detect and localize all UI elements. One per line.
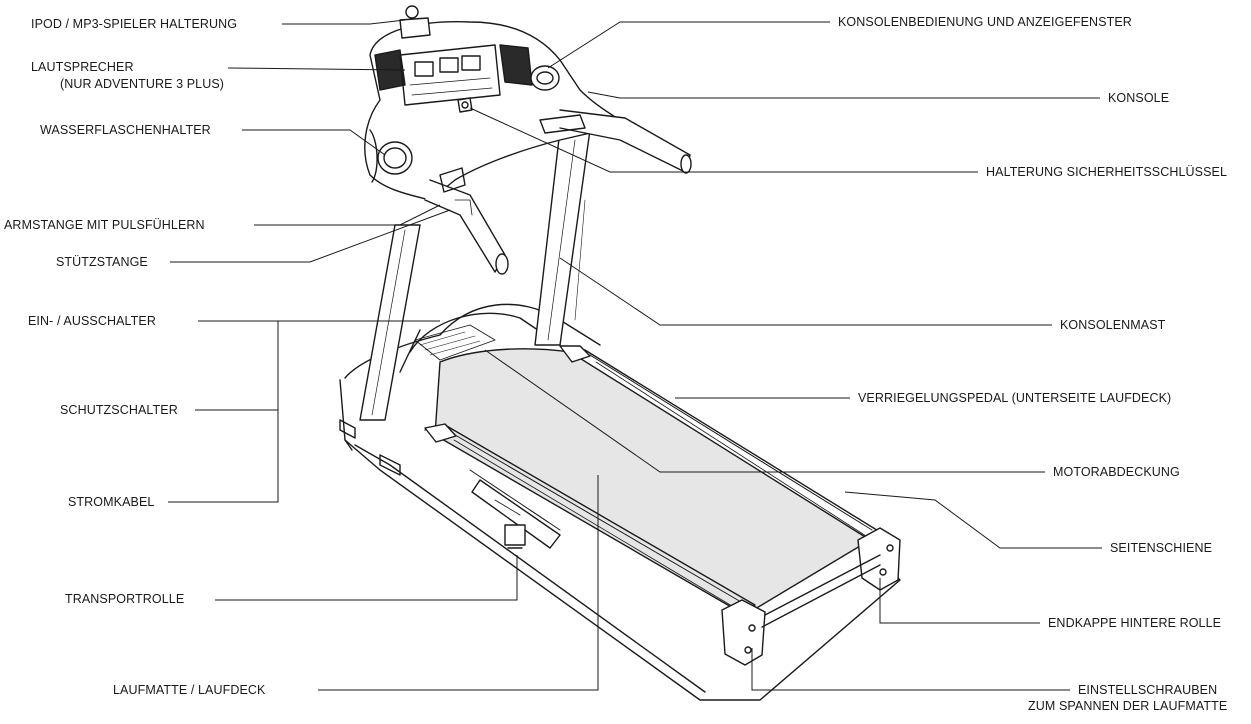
rear-endcap-right — [857, 527, 901, 591]
upright-left — [359, 224, 421, 421]
label-power-cord: STROMKABEL — [68, 495, 155, 509]
ipod-holder-shape — [399, 17, 431, 39]
label-bottle-holder: WASSERFLASCHENHALTER — [40, 123, 211, 137]
label-motor-cover: MOTORABDECKUNG — [1053, 465, 1180, 479]
label-support-bar: STÜTZSTANGE — [56, 255, 148, 269]
safety-key-shape — [457, 97, 473, 113]
label-lock-pedal: VERRIEGELUNGSPEDAL (UNTERSEITE LAUFDECK) — [858, 391, 1172, 405]
label-power-switch: EIN- / AUSSCHALTER — [28, 314, 156, 328]
leader-transport — [215, 555, 518, 601]
leader-bracket — [270, 320, 279, 503]
treadmill-illustration — [339, 5, 901, 701]
handlebar-left — [424, 179, 506, 273]
console-knob — [530, 65, 560, 91]
label-adjust-screws: EINSTELLSCHRAUBEN — [1078, 683, 1218, 697]
leader-endcap — [879, 578, 1040, 624]
leader-console-controls — [547, 21, 830, 69]
leader-support — [170, 209, 451, 263]
running-belt — [434, 348, 871, 616]
leader-bottle — [242, 129, 386, 156]
label-belt-deck: LAUFMATTE / LAUFDECK — [113, 683, 266, 697]
label-speakers: LAUTSPRECHER — [31, 60, 134, 74]
leader-ipod — [282, 19, 406, 25]
label-upright: KONSOLENMAST — [1060, 318, 1166, 332]
leader-handlebar — [254, 204, 441, 226]
leader-motor-cover — [484, 349, 1045, 473]
leader-side-rail — [844, 491, 1102, 549]
label-adjust-screws-note: ZUM SPANNEN DER LAUFMATTE — [1028, 699, 1228, 713]
label-side-rail: SEITENSCHIENE — [1110, 541, 1213, 555]
bottle-holder-shape — [377, 141, 413, 175]
label-speakers-note: (NUR ADVENTURE 3 PLUS) — [60, 77, 225, 91]
console — [364, 5, 692, 275]
label-handlebar: ARMSTANGE MIT PULSFÜHLERN — [4, 218, 205, 232]
label-transport-wheel: TRANSPORTROLLE — [65, 592, 185, 606]
label-console-controls: KONSOLENBEDIENUNG UND ANZEIGEFENSTER — [838, 15, 1132, 29]
leader-belt — [318, 475, 599, 691]
leader-safety-key — [469, 107, 978, 173]
leader-speakers — [227, 67, 406, 71]
deck — [339, 303, 901, 701]
leader-console — [587, 91, 1100, 99]
leader-upright — [559, 257, 1052, 326]
label-circuit-breaker: SCHUTZSCHALTER — [60, 403, 178, 417]
leader-screws — [751, 648, 1070, 691]
rear-endcap-left — [721, 599, 766, 666]
speaker-right — [499, 44, 533, 86]
label-rear-endcap: ENDKAPPE HINTERE ROLLE — [1048, 616, 1222, 630]
leader-lines — [168, 19, 1102, 691]
label-console: KONSOLE — [1108, 91, 1170, 105]
label-ipod-holder: IPOD / MP3-SPIELER HALTERUNG — [31, 17, 238, 31]
label-safety-key: HALTERUNG SICHERHEITSSCHLÜSSEL — [986, 165, 1228, 179]
transport-wheel-shape — [504, 524, 526, 546]
